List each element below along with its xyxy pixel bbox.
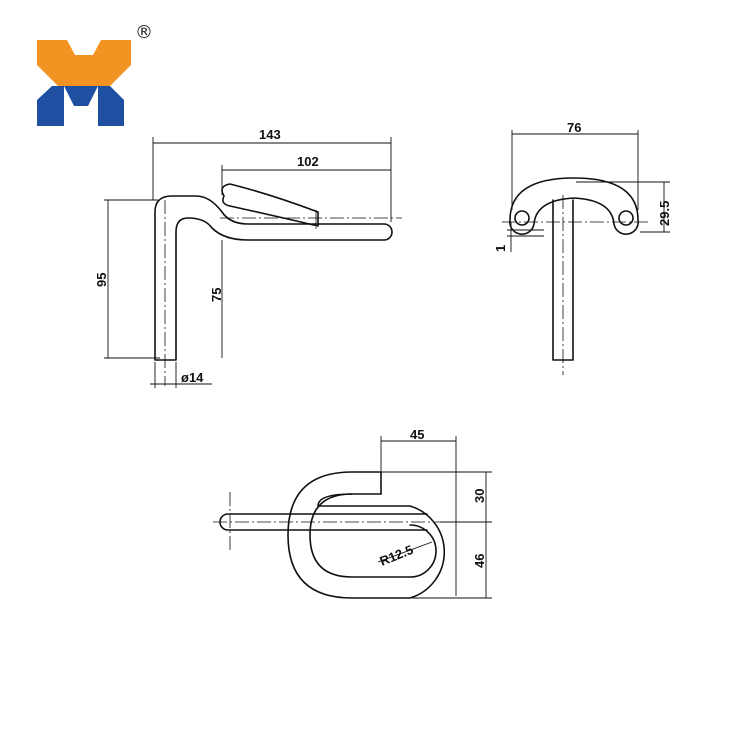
front-view-right-section <box>618 210 634 226</box>
top-view: 45 30 46 R12.5 <box>213 427 492 599</box>
dim-29-5-label: 29.5 <box>657 201 672 226</box>
dim-45-line <box>380 436 457 596</box>
dim-76-label: 76 <box>567 120 581 135</box>
dim-102-label: 102 <box>297 154 319 169</box>
dim-45-label: 45 <box>410 427 424 442</box>
dim-diameter-line <box>150 362 212 388</box>
registered-mark: ® <box>135 22 153 43</box>
dim-143-label: 143 <box>259 127 281 142</box>
dim-30-line <box>381 471 492 523</box>
dim-1-label: 1 <box>493 245 508 252</box>
front-view-left-section <box>514 210 530 226</box>
dim-29-5-line <box>576 181 670 233</box>
top-view-inner-loop <box>309 493 437 578</box>
dim-75-label: 75 <box>209 288 224 302</box>
dim-46-line <box>412 522 492 599</box>
dim-radius-label: R12.5 <box>378 542 416 569</box>
side-view: 143 102 95 75 ø14 <box>94 127 402 388</box>
dim-102-line <box>221 165 391 195</box>
dim-95-line <box>104 199 160 359</box>
front-view: 76 29.5 1 <box>493 120 672 375</box>
company-logo: ® <box>37 22 153 126</box>
dim-95-label: 95 <box>94 273 109 287</box>
logo-orange-shape <box>37 40 131 86</box>
dim-diameter-label: ø14 <box>181 370 204 385</box>
dim-76-line <box>511 130 639 210</box>
dim-radius-leader <box>377 541 433 563</box>
top-view-outer-loop <box>287 471 446 599</box>
logo-blue-shape <box>37 86 124 126</box>
side-view-rod-outline <box>154 195 393 361</box>
side-view-curved-arm <box>221 183 319 227</box>
dim-143-line <box>152 137 392 222</box>
dim-30-label: 30 <box>472 489 487 503</box>
dim-46-label: 46 <box>472 554 487 568</box>
front-view-arch <box>509 177 639 235</box>
dim-1-line <box>507 222 544 252</box>
